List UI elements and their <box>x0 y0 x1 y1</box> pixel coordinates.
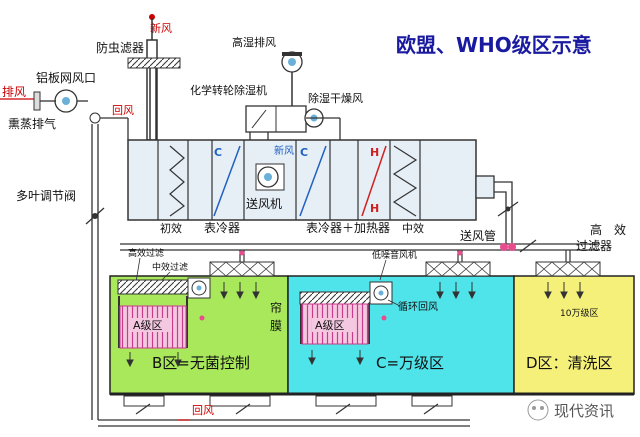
curtain-label-1: 帘 <box>270 300 282 315</box>
a-zone-right-label: A级区 <box>315 319 345 332</box>
medium-small-label: 中效过滤 <box>152 261 188 273</box>
coil-h-bottom: H <box>370 202 379 215</box>
supply-duct <box>120 181 600 251</box>
class-100k-label: 10万级区 <box>560 307 598 319</box>
fresh-air-inner-label: 新风 <box>274 144 294 157</box>
damper-label: 多叶调节阀 <box>16 189 76 203</box>
diagram-title: 欧盟、WHO级区示意 <box>396 33 592 57</box>
zone-d <box>513 275 635 395</box>
airflow-arrows <box>126 282 584 368</box>
fumigation-exhaust-label: 熏蒸排气 <box>8 116 56 131</box>
watermark: 现代资讯 <box>527 399 614 421</box>
alu-mesh-outlet <box>33 91 41 111</box>
return-air-bottom-label: 回风 <box>192 404 214 417</box>
coil-c-right: C <box>300 146 308 159</box>
circulating-return-label: 循环回风 <box>398 300 438 313</box>
dehumid-dry-air-label: 除湿干燥风 <box>308 91 363 105</box>
coil-c-left: C <box>214 146 222 159</box>
damper-icon <box>85 207 105 225</box>
a-zone-left-label: A级区 <box>133 319 163 332</box>
hepa-small-label: 高效过滤 <box>128 247 164 259</box>
svg-text:现代资讯: 现代资讯 <box>554 402 614 420</box>
medium-filter-label: 中效 <box>402 221 424 235</box>
hepa-diffusers <box>209 261 601 277</box>
hepa-filter-label-1: 高 效 <box>590 222 626 237</box>
curtain-label-2: 膜 <box>270 319 282 333</box>
supply-fan-icon <box>255 163 285 191</box>
exhaust-fan-top <box>281 51 303 73</box>
high-humidity-exhaust-label: 高湿排风 <box>232 35 276 49</box>
floor-return-grilles <box>123 395 453 407</box>
insect-filter <box>127 57 181 69</box>
chem-wheel-label: 化学转轮除湿机 <box>190 83 267 97</box>
primary-filter-label: 初效 <box>160 221 182 235</box>
coil-h-top: H <box>370 146 379 159</box>
low-noise-fan-label: 低噪音风机 <box>372 249 417 261</box>
medium-filter-media <box>392 145 418 217</box>
insect-filter-label: 防虫滤器 <box>96 40 144 55</box>
primary-filter-media <box>169 145 185 217</box>
zone-c-label: C=万级区 <box>376 354 444 372</box>
fumigation-fan <box>54 89 78 113</box>
svg-text:新风: 新风 <box>150 21 172 35</box>
zone-c-fan <box>369 281 393 305</box>
zone-b-label: B区=无菌控制 <box>152 354 250 372</box>
zone-d-label: D区：清洗区 <box>526 354 613 372</box>
return-air-top-label: 回风 <box>112 104 134 117</box>
surface-cooler-label: 表冷器 <box>204 221 240 235</box>
alu-mesh-outlet-label: 铝板网风口 <box>36 70 96 85</box>
return-dampers <box>135 403 439 415</box>
supply-duct-label: 送风管 <box>460 228 496 243</box>
air-handling-unit <box>127 139 477 221</box>
supply-fan-label: 送风机 <box>246 196 282 211</box>
exhaust-label: 排风 <box>2 85 26 99</box>
zone-b-fan <box>187 277 211 299</box>
hepa-filter-label-2: 过滤器 <box>576 239 612 253</box>
cooler-heater-label: 表冷器＋加热器 <box>306 221 390 235</box>
duct-damper-right <box>497 201 519 217</box>
